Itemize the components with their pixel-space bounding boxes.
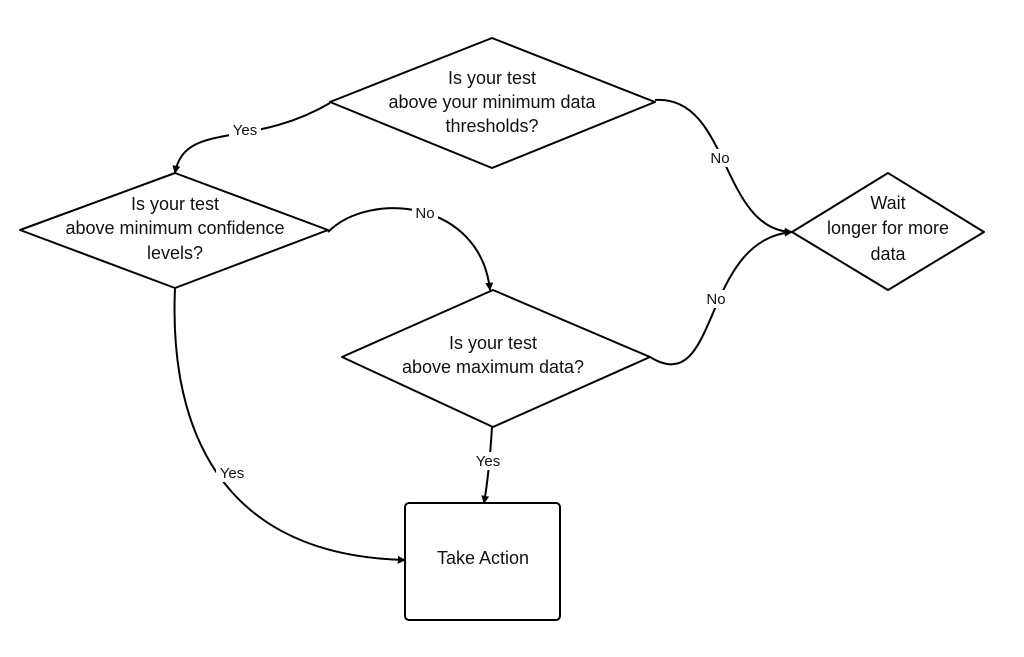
svg-text:thresholds?: thresholds? [445,116,538,136]
svg-text:longer for more: longer for more [827,218,949,238]
svg-text:levels?: levels? [147,243,203,263]
edge-label-confidence-yes: Yes [216,464,248,482]
svg-text:Take Action: Take Action [437,548,529,568]
svg-text:Yes: Yes [476,453,500,470]
svg-text:Is your test: Is your test [131,194,219,214]
decision-min-confidence: Is your test above minimum confidence le… [19,172,329,289]
svg-text:Is your test: Is your test [449,333,537,353]
svg-text:Wait: Wait [870,193,905,213]
edge-confidence-no [327,207,494,291]
edge-label-max-data-yes: Yes [472,452,504,470]
svg-text:above maximum data?: above maximum data? [402,357,584,377]
svg-text:above minimum confidence: above minimum confidence [65,218,284,238]
process-take-action: Take Action [404,502,561,621]
edge-confidence-yes [173,287,406,564]
svg-text:No: No [415,205,434,222]
edge-min-data-yes [172,102,331,174]
edge-label-confidence-no: No [412,204,438,222]
svg-text:above your minimum data: above your minimum data [388,92,596,112]
edge-label-min-data-yes: Yes [229,121,261,139]
svg-text:Yes: Yes [220,465,244,482]
decision-wait-longer: Wait longer for more data [791,172,985,291]
svg-text:data: data [870,244,906,264]
edge-label-max-data-no: No [704,290,728,308]
edge-max-data-no [649,228,793,366]
svg-text:Is your test: Is your test [448,68,536,88]
svg-text:Yes: Yes [233,122,257,139]
svg-text:No: No [706,291,725,308]
svg-text:No: No [710,150,729,167]
decision-min-data-thresholds: Is your test above your minimum data thr… [329,37,656,169]
edge-label-min-data-no: No [708,149,732,167]
decision-max-data: Is your test above maximum data? [341,289,651,428]
